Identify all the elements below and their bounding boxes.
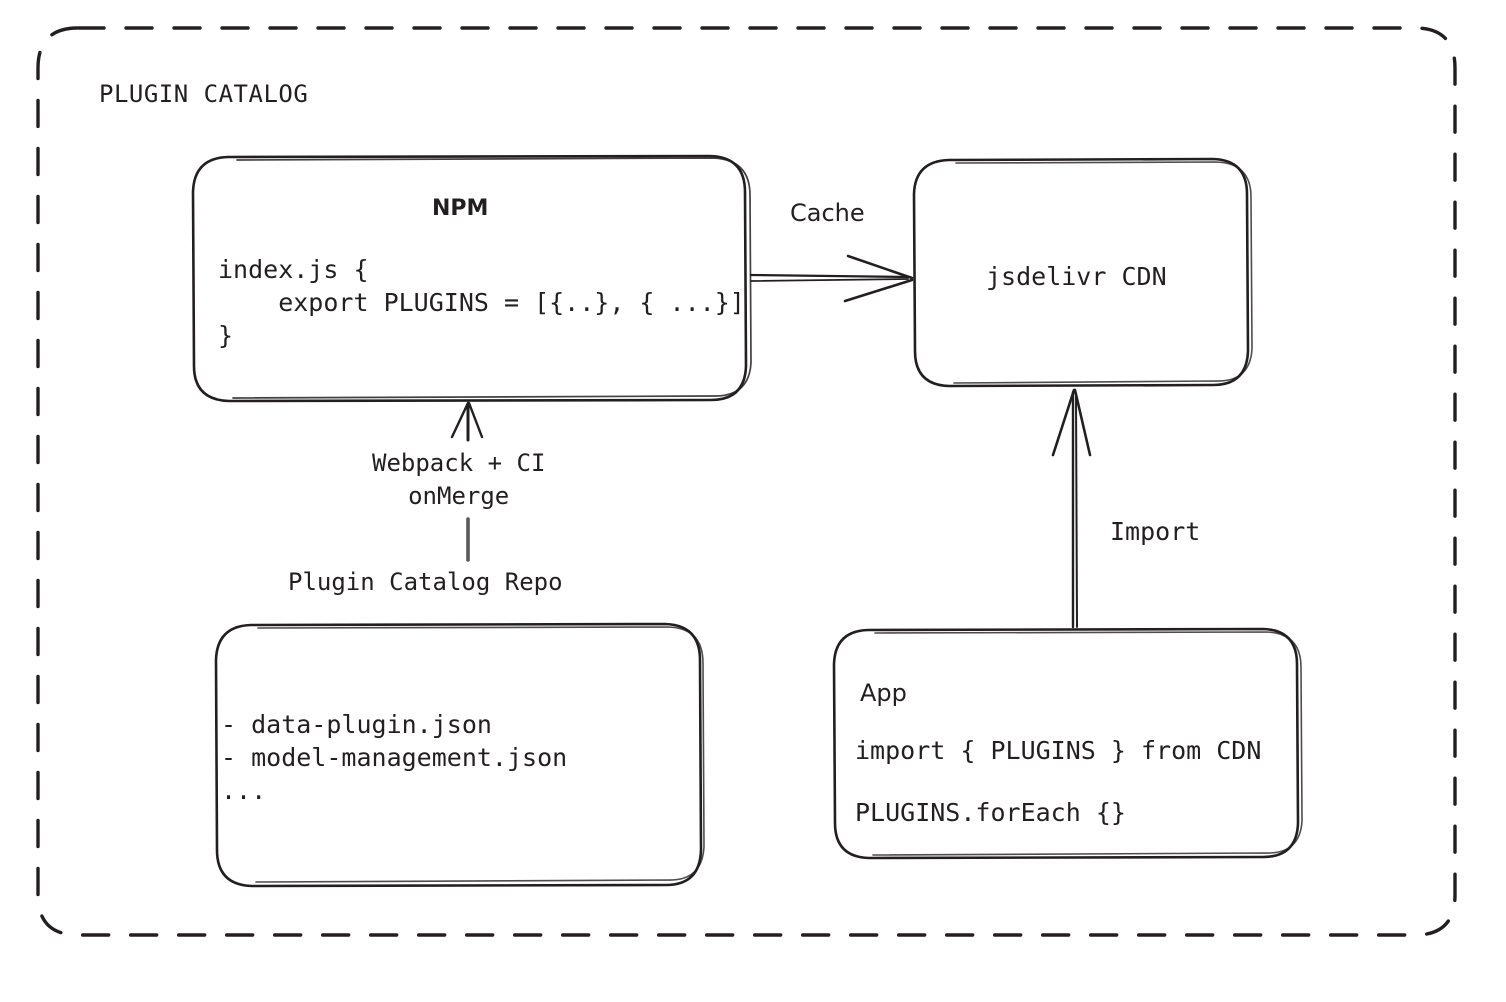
app-box-outline [832, 627, 1300, 860]
cdn-box-outline-sketch [953, 161, 1253, 384]
cdn-box-outline [912, 157, 1250, 388]
group-container-border [36, 26, 1457, 937]
cache-arrow [749, 254, 914, 303]
repo-box-outline [214, 622, 703, 888]
npm-box-outline [191, 154, 748, 403]
npm-box-outline-sketch [232, 157, 752, 399]
webpack-arrow [450, 401, 484, 562]
repo-box-outline-sketch [255, 626, 705, 883]
import-arrow [1051, 388, 1092, 629]
app-box-outline-sketch [872, 631, 1303, 856]
